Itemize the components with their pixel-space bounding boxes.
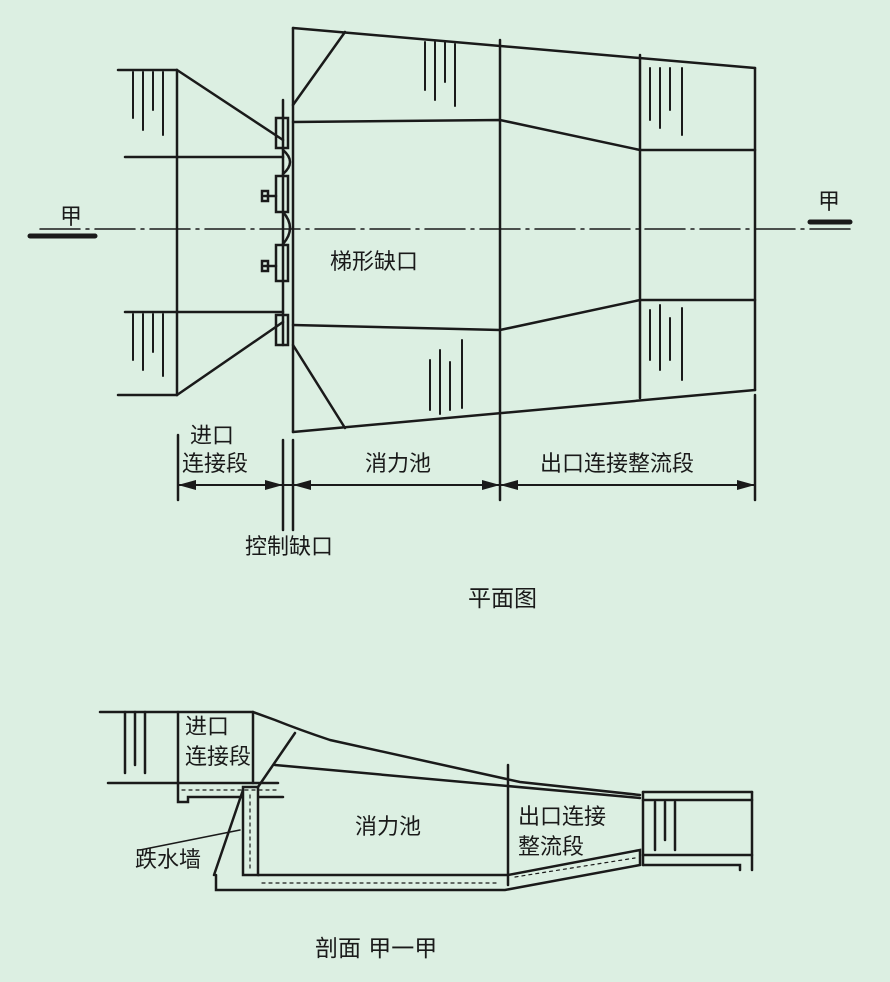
- section-outlet-label-1: 出口连接: [518, 805, 607, 830]
- drop-wall-label: 跌水墙: [135, 848, 202, 873]
- plan-title: 平面图: [468, 586, 537, 612]
- plan-inlet-label-2: 连接段: [182, 452, 249, 477]
- trapezoid-notch-label: 梯形缺口: [330, 250, 419, 275]
- section-mark-left: 甲: [60, 205, 83, 230]
- plan-outlet-label: 出口连接整流段: [540, 452, 695, 477]
- section-inlet-label-1: 进口: [185, 715, 230, 740]
- section-basin-label: 消力池: [355, 815, 422, 840]
- plan-view-lines: [27, 26, 853, 532]
- section-mark-right: 甲: [818, 190, 841, 215]
- section-view-lines: [98, 710, 754, 892]
- plan-inlet-label-1: 进口: [190, 424, 235, 449]
- section-outlet-label-2: 整流段: [518, 835, 585, 860]
- section-title: 剖面 甲一甲: [315, 936, 438, 962]
- plan-basin-label: 消力池: [365, 452, 432, 477]
- section-inlet-label-2: 连接段: [185, 745, 252, 770]
- control-notch-label: 控制缺口: [245, 535, 334, 560]
